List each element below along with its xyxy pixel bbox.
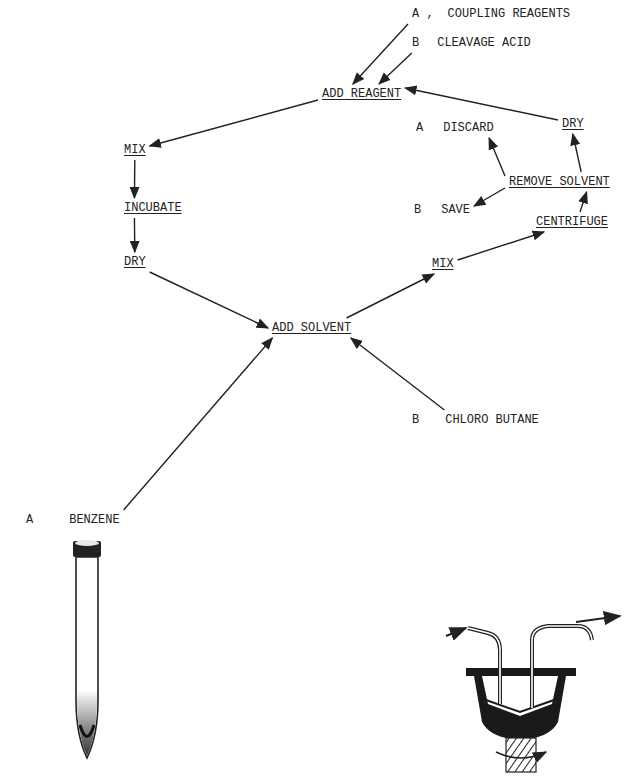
flow-arrow	[134, 160, 136, 198]
input-output-label: A BENZENE	[22, 510, 124, 530]
option-letter: A	[416, 121, 423, 135]
step-text: CHLORO BUTANE	[445, 413, 539, 427]
test-tube	[73, 540, 101, 758]
flow-arrow	[150, 272, 268, 328]
flow-arrow	[474, 188, 505, 206]
flow-arrow	[580, 192, 587, 212]
input-output-label: B SAVE	[410, 200, 474, 220]
step-text: CENTRIFUGE	[536, 215, 608, 229]
step-text: ADD REAGENT	[322, 87, 401, 101]
input-output-label: B CLEAVAGE ACID	[408, 33, 535, 53]
flow-arrow	[458, 232, 544, 260]
process-step: MIX	[120, 140, 150, 160]
flow-arrow	[353, 24, 408, 84]
flow-arrow	[489, 138, 505, 176]
flow-arrow	[379, 53, 412, 84]
flow-arrow	[405, 88, 558, 120]
process-step: ADD REAGENT	[318, 84, 405, 104]
flow-arrow	[150, 100, 318, 146]
step-text: CLEAVAGE ACID	[437, 36, 531, 50]
option-letter: A	[26, 513, 33, 527]
step-text: DISCARD	[443, 121, 493, 135]
input-output-label: A DISCARD	[412, 118, 498, 138]
step-text: SAVE	[441, 203, 470, 217]
step-text: DRY	[562, 117, 584, 131]
step-text: REMOVE SOLVENT	[509, 175, 610, 189]
option-letter: B	[412, 413, 419, 427]
flow-arrow	[134, 218, 136, 252]
process-step: INCUBATE	[120, 198, 186, 218]
flow-arrow	[351, 338, 445, 410]
flow-arrow	[573, 134, 581, 172]
process-step: DRY	[120, 252, 150, 272]
option-letter: B	[412, 36, 419, 50]
flow-arrow	[124, 338, 273, 510]
option-letter: A ,	[412, 7, 434, 21]
step-text: COUPLING REAGENTS	[448, 7, 570, 21]
process-step: DRY	[558, 114, 588, 134]
step-text: MIX	[432, 257, 454, 271]
process-step: MIX	[428, 254, 458, 274]
step-text: MIX	[124, 143, 146, 157]
process-step: ADD SOLVENT	[268, 318, 355, 338]
step-text: INCUBATE	[124, 201, 182, 215]
step-text: ADD SOLVENT	[272, 321, 351, 335]
process-step: CENTRIFUGE	[532, 212, 612, 232]
option-letter: B	[414, 203, 421, 217]
step-text: DRY	[124, 255, 146, 269]
centrifuge-cup	[446, 616, 620, 772]
step-text: BENZENE	[69, 513, 119, 527]
input-output-label: A , COUPLING REAGENTS	[408, 4, 574, 24]
input-output-label: B CHLORO BUTANE	[408, 410, 543, 430]
flow-arrow	[346, 274, 433, 318]
process-step: REMOVE SOLVENT	[505, 172, 614, 192]
